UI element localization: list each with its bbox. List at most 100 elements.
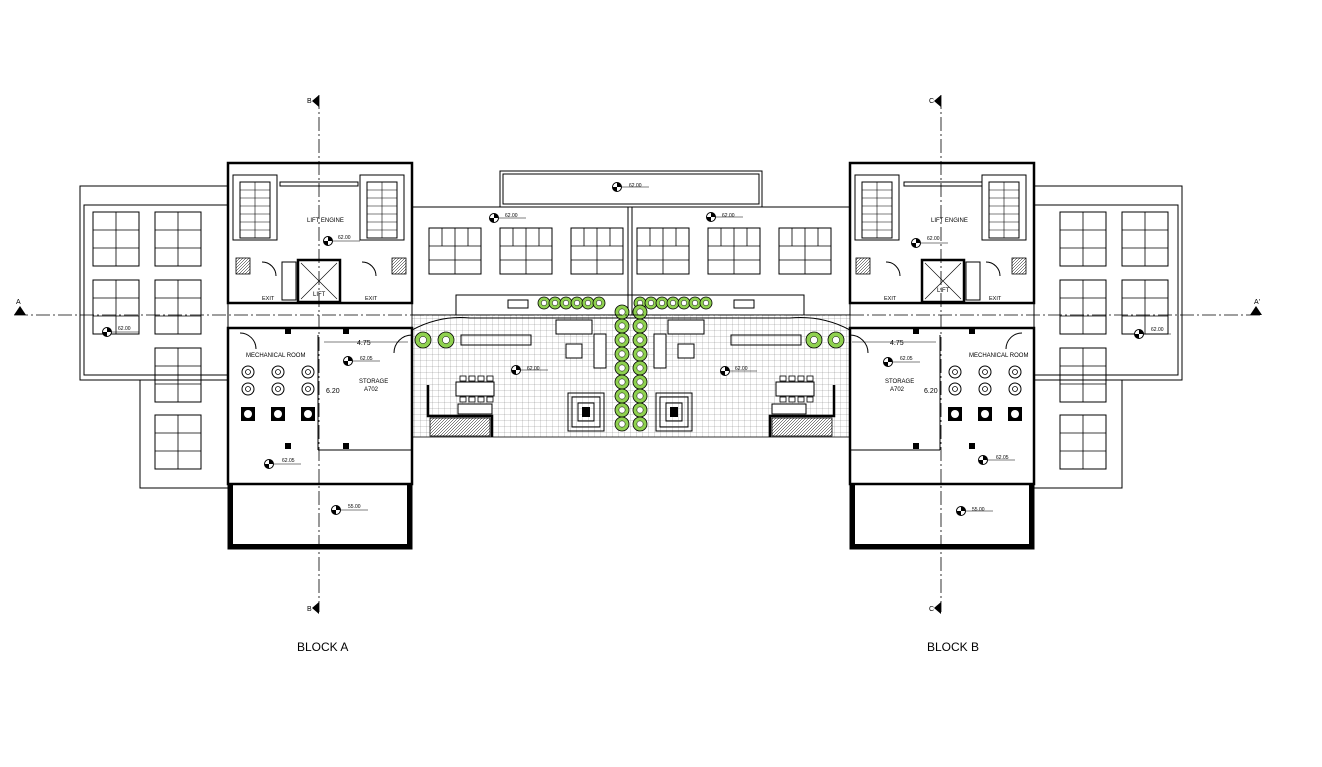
level-marker-fill [331, 505, 341, 515]
dining-chair [477, 396, 485, 403]
fan-unit [948, 365, 962, 379]
wing-windows-a [92, 211, 202, 470]
wing-windows-b [1059, 211, 1169, 470]
fan-unit-core [245, 369, 251, 375]
fan-unit-core [275, 369, 281, 375]
wing-window-mullion [93, 280, 139, 334]
shrub-center [681, 300, 687, 306]
shrub-center [618, 322, 626, 330]
fan-unit-core [1012, 369, 1018, 375]
block-a-title: BLOCK A [297, 640, 348, 654]
coffee-table [565, 343, 583, 359]
shrub-center [442, 336, 450, 344]
stair-a-right [359, 174, 405, 241]
section-label-a-end: A' [1254, 299, 1260, 306]
storage-depth-dim-b: 6.20 [924, 388, 938, 395]
terrace-furniture [455, 299, 815, 415]
stair-b-right [981, 174, 1027, 241]
fan-unit [271, 382, 285, 396]
column-post [285, 328, 291, 334]
level-marker-fill [883, 357, 893, 367]
dining-chair [797, 375, 805, 382]
shrub-center [618, 406, 626, 414]
roof-window-grid [428, 227, 832, 275]
exit-label-a-left: EXIT [262, 296, 275, 302]
pump-unit-core [304, 410, 312, 418]
level-marker-fill [511, 365, 521, 375]
wing-window-mullion [1122, 280, 1168, 334]
level-wing-b: 62.00 [1151, 327, 1164, 333]
lift-engine-label-b: LIFT ENGINE [931, 218, 968, 224]
stair-b-left [854, 174, 900, 241]
mechanical-room-label-b: MECHANICAL ROOM [969, 353, 1028, 359]
shrub-center [636, 420, 644, 428]
shrub-center [419, 336, 427, 344]
shrub-center [670, 300, 676, 306]
level-marker-fill [978, 455, 988, 465]
roof-window-mullion [429, 228, 481, 274]
pump-unit-core [951, 410, 959, 418]
dining-chair [459, 375, 467, 382]
section-label-a-start: A [16, 299, 21, 306]
dining-chair [788, 375, 796, 382]
block-a-plan [79, 161, 414, 550]
fan-unit-core [305, 386, 311, 392]
shrub-center [648, 300, 654, 306]
storage-code-a: A702 [364, 387, 379, 393]
dining-chair [779, 375, 787, 382]
dining-table [775, 381, 815, 397]
storage-code-b: A702 [890, 387, 905, 393]
pump-unit-core [1011, 410, 1019, 418]
fan-unit [1008, 365, 1022, 379]
storage-depth-dim-a: 6.20 [326, 388, 340, 395]
level-marker-fill [911, 238, 921, 248]
section-label-b-bottom: B [307, 606, 312, 613]
shrub-center [636, 392, 644, 400]
bench [733, 299, 755, 309]
exit-label-a-right: EXIT [365, 296, 378, 302]
storage-label-a: STORAGE [359, 379, 388, 385]
level-storage-b: 62.05 [900, 356, 913, 362]
shrub-center [636, 406, 644, 414]
level-wing-a: 62.00 [118, 326, 131, 332]
wing-window-mullion [1122, 212, 1168, 266]
shrub-center [692, 300, 698, 306]
dining-chair [459, 396, 467, 403]
stair-a-left [232, 174, 278, 241]
wing-window-mullion [155, 280, 201, 334]
level-core-b: 62.00 [927, 236, 940, 242]
shrub-center [636, 336, 644, 344]
dining-chair [486, 396, 494, 403]
shrub-center [563, 300, 569, 306]
fan-unit-core [982, 369, 988, 375]
level-markers [102, 182, 1171, 516]
section-lines [14, 95, 1262, 614]
level-marker-fill [323, 236, 333, 246]
lift-label-a: LIFT [313, 292, 326, 298]
roof-window-mullion [500, 228, 552, 274]
wing-window-mullion [1060, 280, 1106, 334]
lounge-sofa-side [593, 333, 607, 369]
wing-window-mullion [155, 348, 201, 402]
coffee-table [677, 343, 695, 359]
shrub-center [659, 300, 665, 306]
level-storage-a: 62.05 [360, 356, 373, 362]
dining-chair [788, 396, 796, 403]
pump-unit-core [244, 410, 252, 418]
shrub-center [552, 300, 558, 306]
dining-chair [806, 375, 814, 382]
shrub-center [636, 364, 644, 372]
wing-window-mullion [1060, 348, 1106, 402]
shrub-center [618, 308, 626, 316]
side-table [771, 403, 807, 415]
exit-label-b-right: EXIT [989, 296, 1002, 302]
roof-window-mullion [637, 228, 689, 274]
dining-chair [806, 396, 814, 403]
block-b-title: BLOCK B [927, 640, 979, 654]
fan-unit-core [1012, 386, 1018, 392]
lounge-sofa-side [653, 333, 667, 369]
column-post [913, 443, 919, 449]
level-roof-top: 62.00 [629, 183, 642, 189]
fan-unit [978, 382, 992, 396]
